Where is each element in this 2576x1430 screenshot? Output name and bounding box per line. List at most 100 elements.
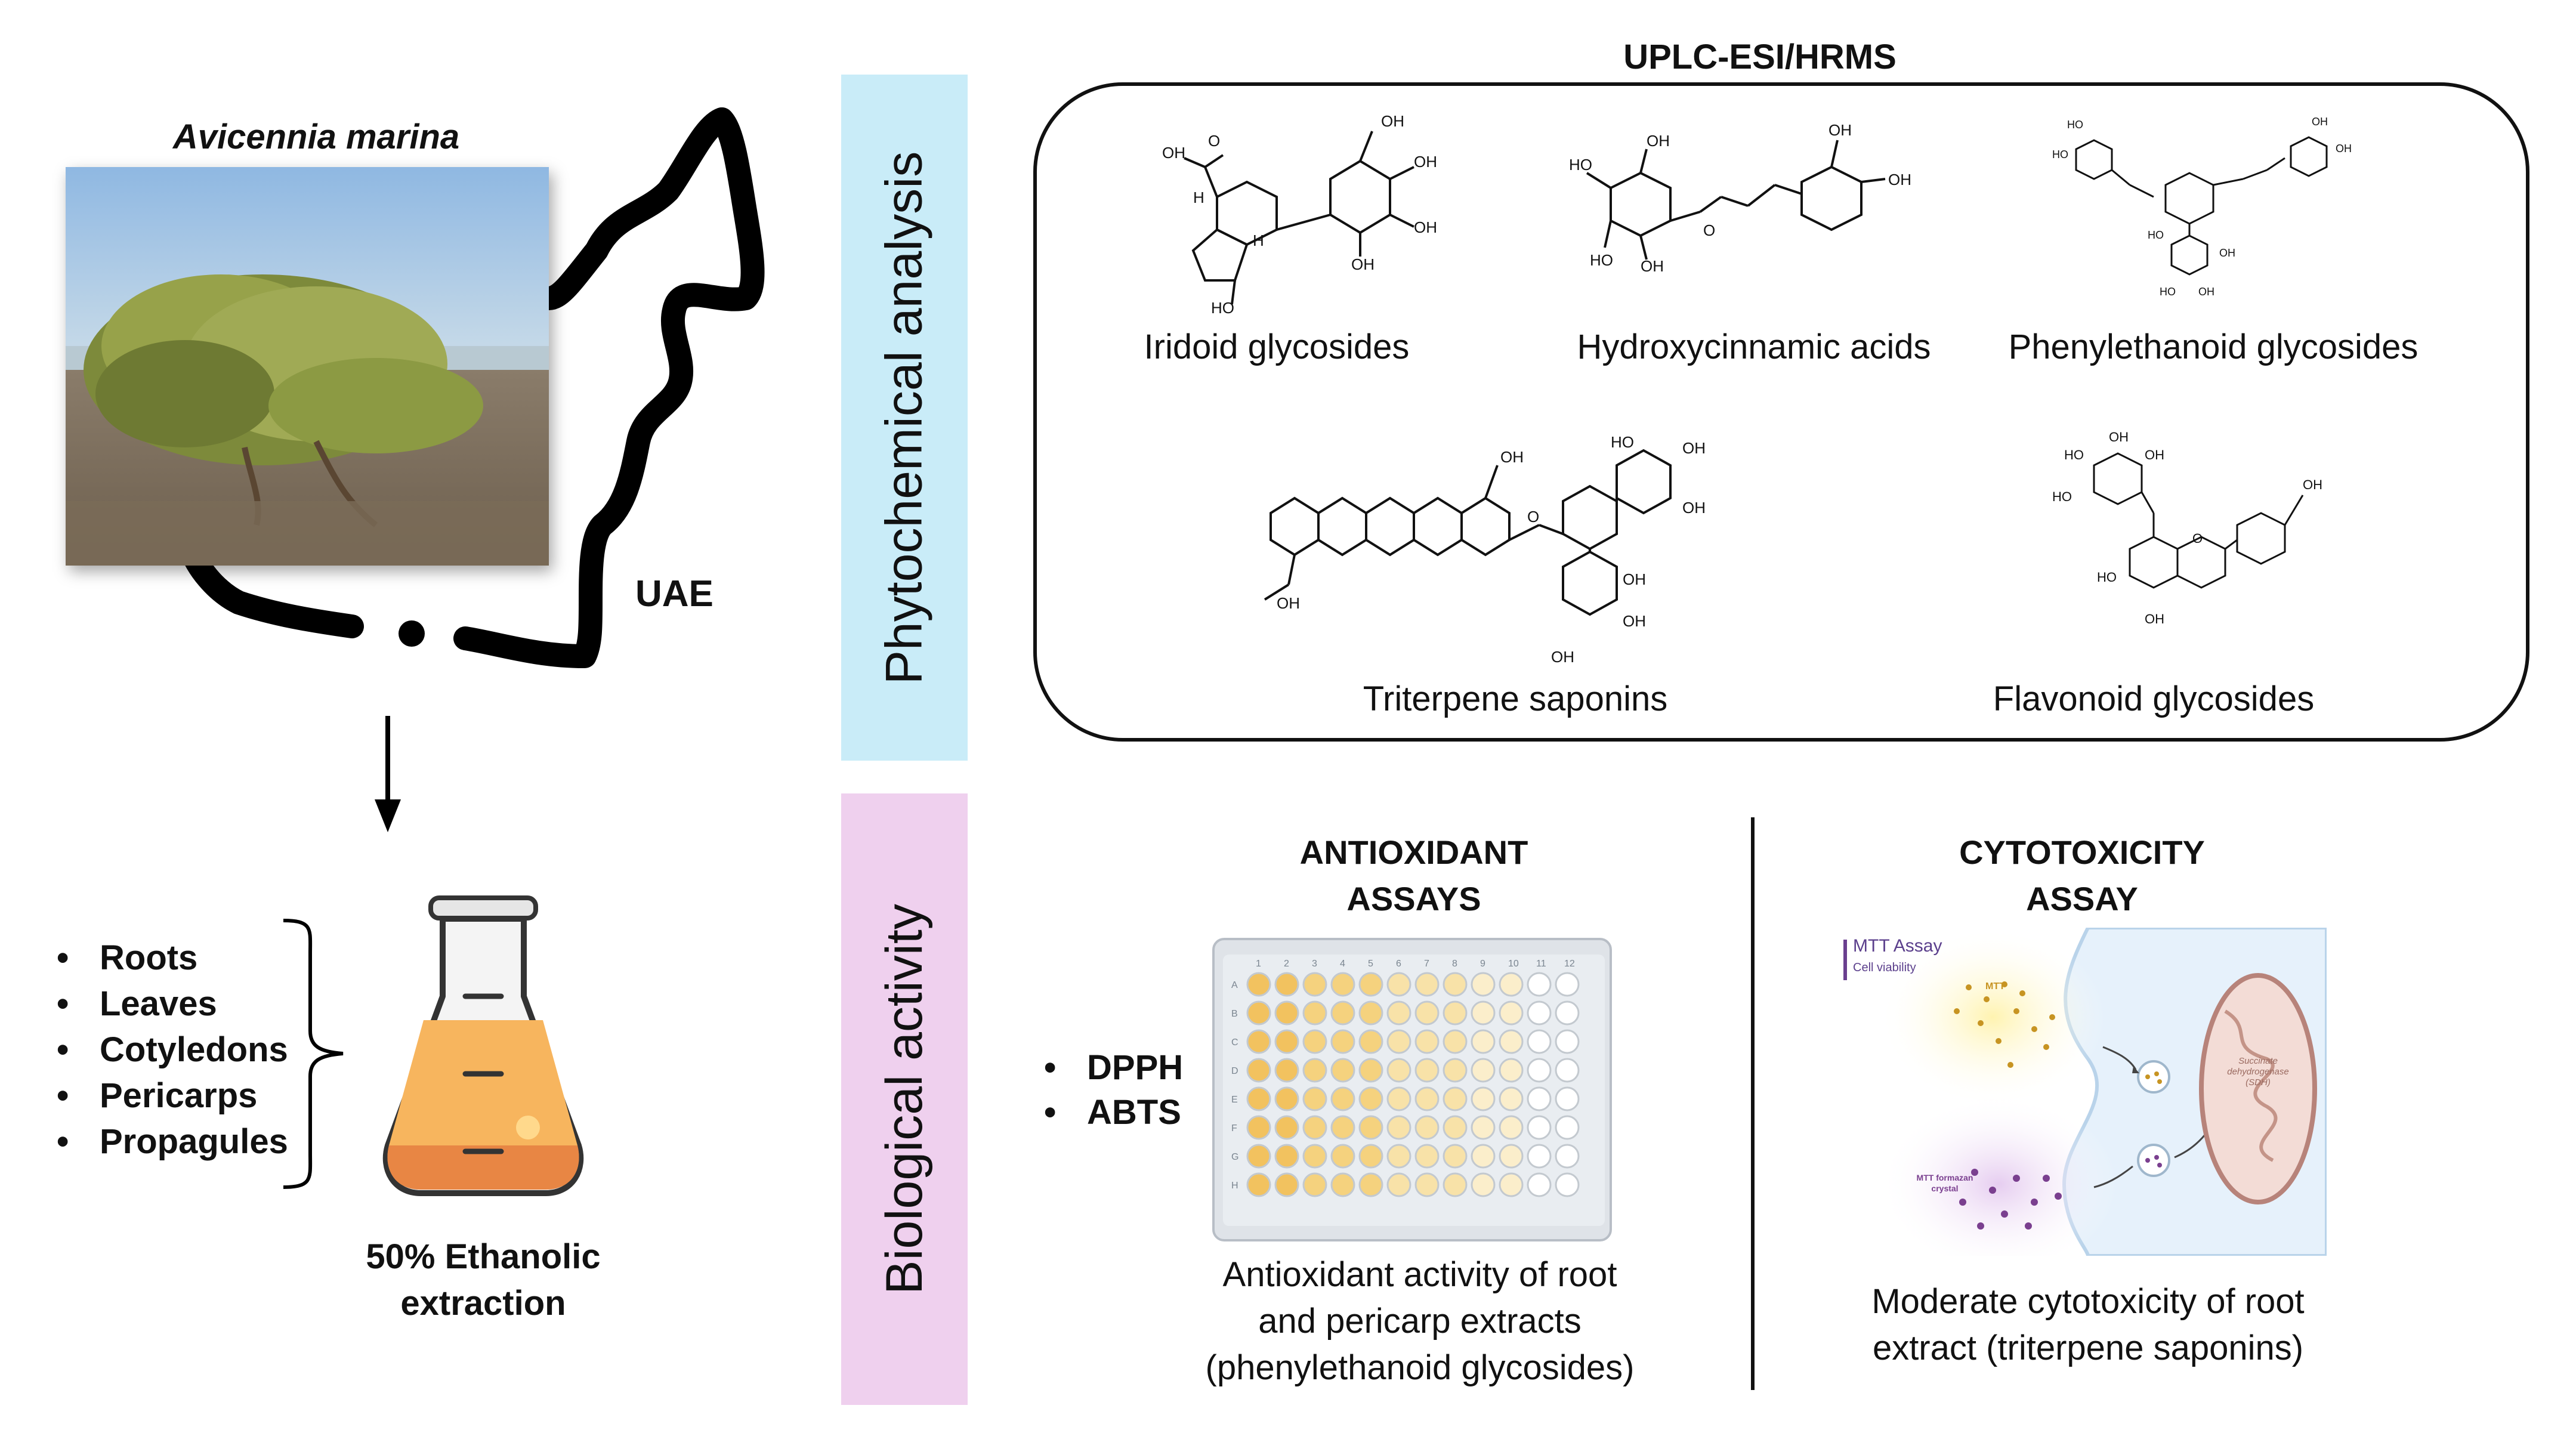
- plate-well: [1527, 1144, 1552, 1169]
- plate-well: [1386, 1086, 1411, 1111]
- plate-well: [1443, 1144, 1468, 1169]
- svg-text:O: O: [1208, 132, 1220, 150]
- plate-well: [1330, 1115, 1355, 1140]
- cytotoxicity-heading: CYTOTOXICITY ASSAY: [1927, 829, 2237, 922]
- plate-well: [1555, 1086, 1580, 1111]
- plate-well: [1499, 1172, 1524, 1197]
- svg-text:OH: OH: [2336, 143, 2352, 155]
- plate-well: [1499, 1058, 1524, 1083]
- plate-col-label: 9: [1480, 959, 1485, 969]
- plate-well: [1302, 1058, 1327, 1083]
- antioxidant-heading-line1: ANTIOXIDANT: [1299, 833, 1528, 871]
- mtt-figure: MTT Assay Cell viability MTT MTT formaza…: [1837, 928, 2327, 1256]
- plate-well: [1302, 1000, 1327, 1026]
- biological-side-bar: Biological activity: [841, 793, 968, 1405]
- plate-well: [1386, 1058, 1411, 1083]
- plate-well: [1527, 1172, 1552, 1197]
- plate-well: [1555, 1058, 1580, 1083]
- svg-text:HO: HO: [2160, 286, 2176, 298]
- plate-well: [1358, 1115, 1383, 1140]
- svg-text:OH: OH: [1641, 257, 1664, 275]
- plate-well: [1246, 1115, 1271, 1140]
- plate-well: [1499, 1115, 1524, 1140]
- svg-text:OH: OH: [2312, 116, 2328, 128]
- list-item: Cotyledons: [57, 1027, 288, 1073]
- plate-well: [1555, 1029, 1580, 1054]
- plate-col-label: 11: [1536, 959, 1546, 969]
- plate-well: [1555, 1172, 1580, 1197]
- plate-well: [1414, 1058, 1440, 1083]
- svg-text:OH: OH: [1647, 132, 1670, 150]
- svg-text:OH: OH: [1828, 121, 1852, 139]
- plate-well: [1274, 972, 1299, 997]
- plate-well: [1330, 1172, 1355, 1197]
- plate-well: [1302, 972, 1327, 997]
- plate-well: [1471, 1144, 1496, 1169]
- svg-text:OH: OH: [1414, 153, 1437, 171]
- mtt-figure-title: MTT Assay: [1853, 936, 1942, 956]
- plate-well: [1499, 1086, 1524, 1111]
- plate-well: [1414, 972, 1440, 997]
- svg-text:OH: OH: [1623, 570, 1646, 588]
- plate-row-label: B: [1231, 1009, 1238, 1019]
- plate-well: [1414, 1115, 1440, 1140]
- plate-well: [1274, 1000, 1299, 1026]
- plate-well: [1358, 1058, 1383, 1083]
- biological-side-label: Biological activity: [875, 904, 933, 1295]
- plate-well: [1471, 1029, 1496, 1054]
- svg-text:HO: HO: [1211, 299, 1234, 317]
- plate-row-label: H: [1231, 1181, 1238, 1191]
- antioxidant-heading-line2: ASSAYS: [1346, 880, 1481, 918]
- svg-text:H: H: [1193, 189, 1204, 206]
- plate-well: [1358, 1086, 1383, 1111]
- list-item: Leaves: [57, 981, 288, 1027]
- mangrove-photo: [66, 167, 549, 566]
- class-label-flavonoid: Flavonoid glycosides: [1993, 680, 2315, 718]
- plate-well: [1527, 1058, 1552, 1083]
- extraction-caption-line2: extraction: [400, 1284, 566, 1323]
- svg-text:OH: OH: [1500, 448, 1524, 466]
- svg-text:HO: HO: [2067, 119, 2083, 131]
- plate-well: [1471, 1000, 1496, 1026]
- svg-text:OH: OH: [1551, 648, 1574, 666]
- plate-col-label: 5: [1368, 959, 1373, 969]
- list-item: Propagules: [57, 1119, 288, 1165]
- plate-col-label: 6: [1396, 959, 1401, 969]
- plate-row-label: F: [1231, 1123, 1237, 1134]
- antioxidant-result-line1: Antioxidant activity of root: [1222, 1255, 1617, 1294]
- plate-col-label: 1: [1256, 959, 1261, 969]
- plate-well: [1274, 1144, 1299, 1169]
- plate-well: [1443, 972, 1468, 997]
- svg-text:HO: HO: [2052, 149, 2068, 160]
- plate-well: [1527, 1115, 1552, 1140]
- plate-well: [1302, 1115, 1327, 1140]
- svg-text:O: O: [1703, 221, 1715, 239]
- list-item: DPPH: [1044, 1045, 1183, 1090]
- formazan-label-line1: MTT formazan: [1916, 1173, 1973, 1182]
- plate-well: [1274, 1172, 1299, 1197]
- svg-text:OH: OH: [1277, 594, 1300, 612]
- plate-well: [1358, 972, 1383, 997]
- plate-well: [1358, 1172, 1383, 1197]
- plate-well: [1358, 1029, 1383, 1054]
- uae-label: UAE: [635, 573, 714, 614]
- svg-text:HO: HO: [1569, 156, 1592, 174]
- plate-col-label: 12: [1564, 959, 1575, 969]
- plate-well: [1414, 1144, 1440, 1169]
- extraction-caption: 50% Ethanolic extraction: [322, 1234, 644, 1327]
- phytochemical-side-bar: Phytochemical analysis: [841, 75, 968, 761]
- antioxidant-result: Antioxidant activity of root and pericar…: [1169, 1252, 1670, 1391]
- cytotoxicity-result-line1: Moderate cytotoxicity of root: [1871, 1282, 2305, 1321]
- plant-parts-list: Roots Leaves Cotyledons Pericarps Propag…: [57, 935, 288, 1165]
- class-label-triterpene: Triterpene saponins: [1363, 680, 1668, 718]
- plate-well: [1499, 972, 1524, 997]
- vertical-divider: [1751, 817, 1755, 1390]
- plate-well: [1302, 1172, 1327, 1197]
- svg-text:HO: HO: [2064, 447, 2084, 462]
- antioxidant-assay-list: DPPH ABTS: [1044, 1045, 1183, 1135]
- list-item: Roots: [57, 935, 288, 981]
- plate-well: [1414, 1086, 1440, 1111]
